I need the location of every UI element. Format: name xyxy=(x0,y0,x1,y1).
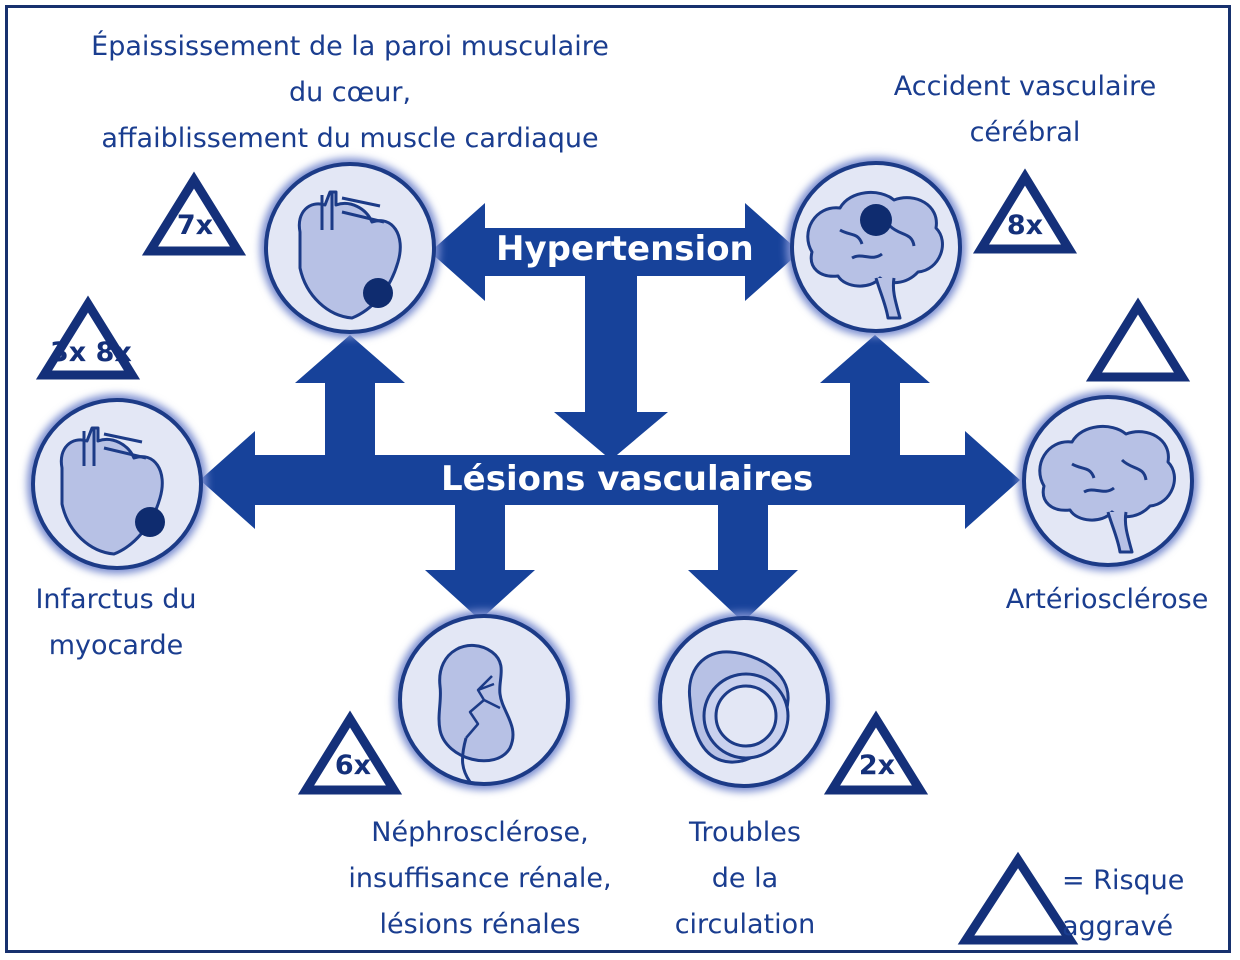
lesions-to-kidney-arrow xyxy=(425,500,535,620)
blood-vessel-icon xyxy=(687,650,790,764)
hypertension-to-lesions-arrow xyxy=(554,270,668,460)
myocardial-infarction-label: Infarctus du myocarde xyxy=(35,584,197,661)
lesions-to-stroke-arrow xyxy=(820,335,930,460)
risk-triangles xyxy=(35,168,1191,945)
lesions-to-circulation-arrow xyxy=(688,500,798,622)
heart-icon xyxy=(297,190,402,320)
heart-thickening-label: Épaississement de la paroi musculaire du… xyxy=(91,31,609,154)
warning-triangle-icon xyxy=(141,171,247,256)
vascular-lesions-label: Lésions vasculaires xyxy=(441,459,814,499)
lesions-to-heart-arrow xyxy=(295,335,405,460)
arrows xyxy=(200,203,1020,622)
circulation-label: Troubles de la circulation xyxy=(674,817,816,940)
diagram-frame xyxy=(5,5,1231,953)
brain-icon xyxy=(806,190,944,320)
warning-triangle-icon xyxy=(1085,297,1191,382)
stroke-circle xyxy=(786,157,966,337)
hypertension-label: Hypertension xyxy=(496,229,754,269)
warning-triangle-icon xyxy=(35,295,141,380)
circulation-risk: 2x xyxy=(858,750,896,781)
stroke-risk: 8x xyxy=(1006,210,1044,241)
myocardial-infarction-circle xyxy=(27,394,207,574)
circulation-circle xyxy=(654,612,834,792)
stroke-label: Accident vasculaire cérébral xyxy=(893,71,1157,148)
hypertension-double-arrow xyxy=(430,203,800,301)
arteriosclerosis-circle xyxy=(1018,391,1198,571)
nephrosclerosis-risk: 6x xyxy=(334,750,372,781)
warning-triangle-icon xyxy=(957,851,1079,945)
heart-thickening-risk: 7x xyxy=(176,210,214,241)
brain-icon xyxy=(1038,424,1176,554)
lesions-double-arrow xyxy=(200,431,1020,529)
myocardial-infarction-risk: 3x 8x xyxy=(50,337,132,368)
heart-thickening-circle xyxy=(260,158,440,338)
kidney-icon xyxy=(437,643,515,783)
warning-triangle-icon xyxy=(972,168,1078,254)
nephrosclerosis-label: Néphrosclérose, insuffisance rénale, lés… xyxy=(348,817,612,940)
warning-triangle-icon xyxy=(297,710,403,795)
arteriosclerosis-label: Artériosclérose xyxy=(1005,584,1209,615)
legend-label: = Risque aggravé xyxy=(1062,865,1185,942)
warning-triangle-icon xyxy=(823,710,929,795)
heart-icon xyxy=(59,426,165,556)
nephrosclerosis-circle xyxy=(394,610,574,790)
